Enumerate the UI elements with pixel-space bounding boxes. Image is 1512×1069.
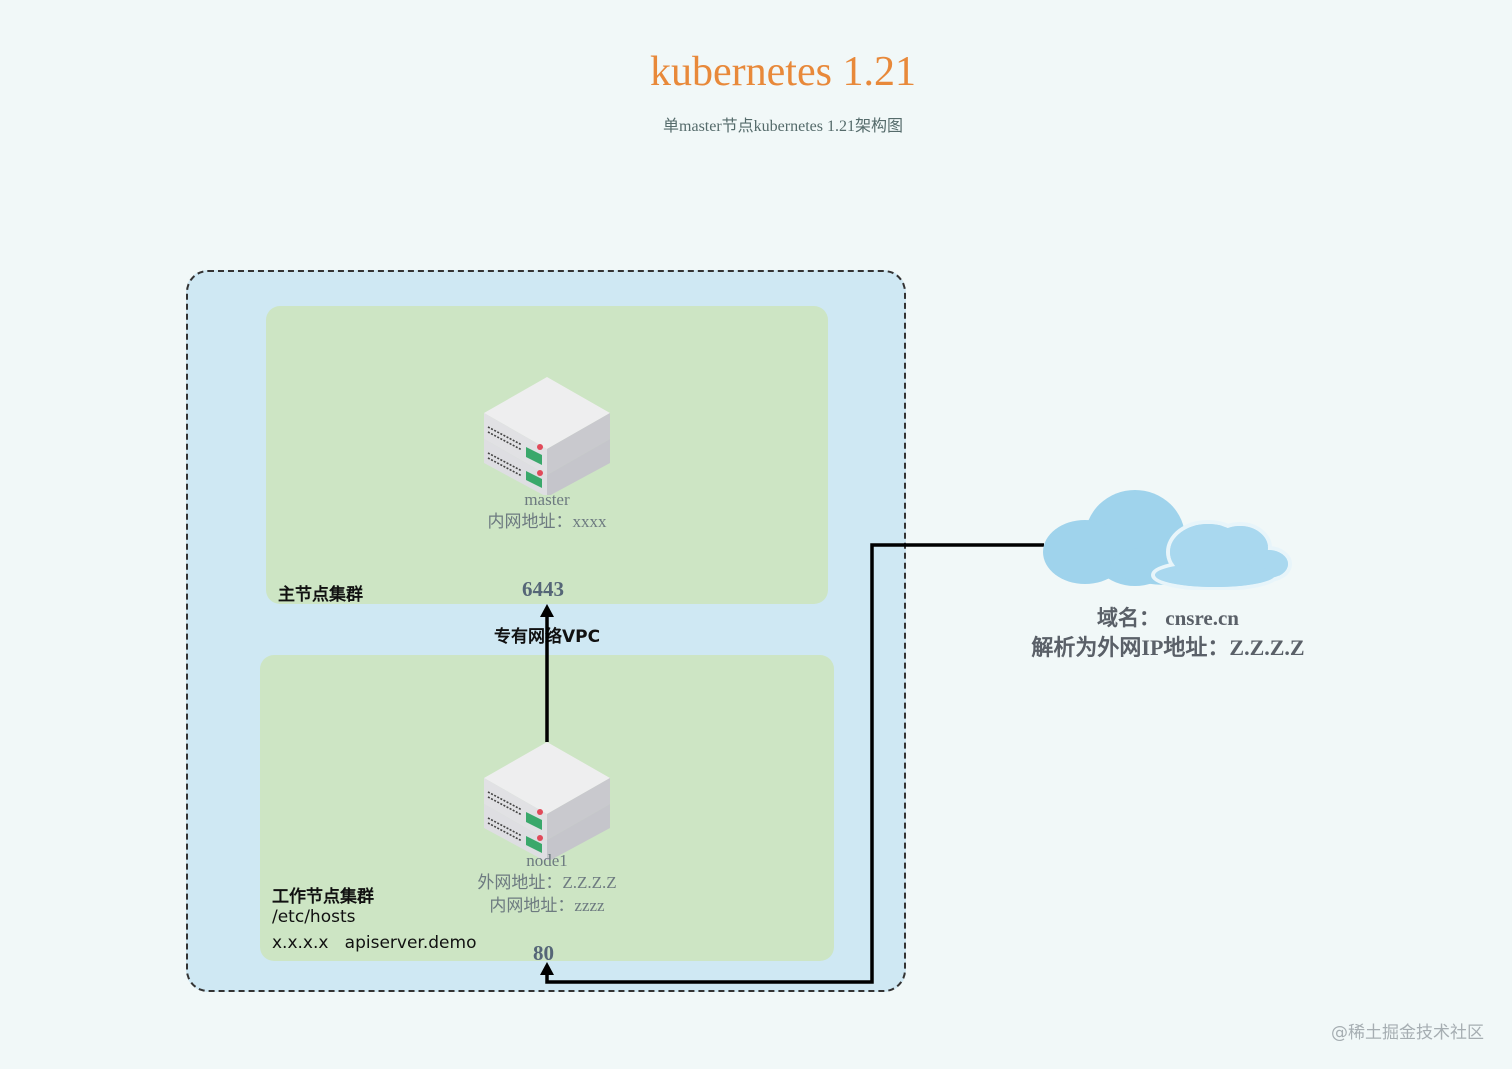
master-port: 6443 (522, 577, 564, 601)
worker-port: 80 (533, 941, 554, 965)
node-internal-ip: 内网地址：zzzz (489, 896, 605, 915)
worker-cluster-label: 工作节点集群 (272, 887, 374, 907)
ingress-arrow-head (540, 962, 554, 975)
diagram-title: kubernetes 1.21 (650, 49, 916, 95)
vpc-arrow-head (540, 604, 554, 617)
ingress-arrow (545, 543, 1044, 984)
master-server-name: master (524, 490, 570, 509)
node-server-name: node1 (526, 851, 568, 870)
diagram-subtitle: 单master节点kubernetes 1.21架构图 (663, 118, 903, 135)
node-external-ip: 外网地址：Z.Z.Z.Z (477, 873, 617, 892)
cloud-resolve: 解析为外网IP地址：Z.Z.Z.Z (1031, 635, 1305, 660)
cloud-icon (1043, 490, 1292, 590)
master-cluster-label: 主节点集群 (278, 585, 363, 605)
hosts-file-label: /etc/hosts (272, 907, 356, 927)
server-icon (484, 742, 610, 860)
server-icon (484, 377, 610, 495)
watermark: @稀土掘金技术社区 (1331, 1023, 1484, 1043)
cloud-domain: 域名： cnsre.cn (1097, 606, 1239, 630)
master-internal-ip: 内网地址：xxxx (487, 512, 607, 531)
hosts-entry-label: x.x.x.x apiserver.demo (272, 933, 477, 953)
